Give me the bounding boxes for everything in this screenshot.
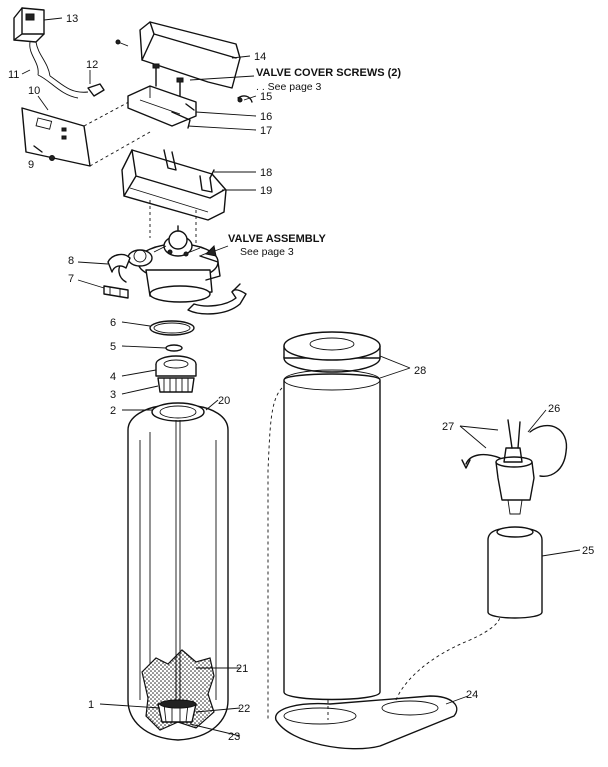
label-8: 8 [68,255,74,267]
timer-plate-part-10 [21,95,151,167]
clamp-part-8 [107,253,131,273]
label-18: 18 [260,167,272,179]
label-24: 24 [466,689,478,701]
label-19: 19 [260,185,272,197]
label-4: 4 [110,371,116,383]
label-25: 25 [582,545,594,557]
label-6: 6 [110,317,116,329]
label-27: 27 [442,421,454,433]
label-11: 11 [8,69,19,81]
brine-valve-part-26 [495,424,568,515]
valve-assembly-arrow [204,244,229,257]
resin-tank-part-20 [127,402,229,741]
clamp-ring [187,283,247,315]
brine-lines-part-27 [461,419,521,469]
o-ring-part-6 [149,320,195,336]
leader-lines [21,17,581,737]
brine-well-part-25 [487,526,543,619]
label-21: 21 [236,663,248,675]
label-2: 2 [110,405,116,417]
adapter-part-4 [155,355,197,377]
label-1: 1 [88,699,94,711]
adapter-collar-part-3 [157,377,195,393]
note-valve-cover-screws: VALVE COVER SCREWS (2) [256,67,401,79]
label-13: 13 [66,13,78,25]
label-16: 16 [260,111,272,123]
label-12: 12 [86,59,98,71]
note-valve-cover-see-page: . . See page 3 [256,81,322,93]
label-10: 10 [28,85,40,97]
distributor-basket-part-23 [157,699,197,723]
label-7: 7 [68,273,74,285]
o-ring-part-5 [165,344,183,352]
label-3: 3 [110,389,116,401]
label-15: 15 [260,91,272,103]
label-9: 9 [28,159,34,171]
distributor-tube-part-1 [175,420,181,700]
label-5: 5 [110,341,116,353]
label-17: 17 [260,125,272,137]
bracket-part-17 [127,85,197,129]
clip-part-16 [185,103,195,111]
valve-assembly [118,225,221,303]
valve-housing-part-19 [121,149,227,221]
brine-tank-lid-part-28 [283,331,381,373]
wire-clip-part-12 [37,74,105,99]
label-28: 28 [414,365,426,377]
clip-part-7 [103,285,129,299]
tab-part-18 [209,169,215,179]
label-14: 14 [254,51,266,63]
label-23: 23 [228,731,240,743]
label-20: 20 [218,395,230,407]
clip-part-15 [237,95,253,103]
label-22: 22 [238,703,250,715]
screw-part-9 [33,145,55,161]
brine-tank-part-28 [283,369,381,701]
transformer-part-13 [13,7,51,77]
label-26: 26 [548,403,560,415]
note-valve-assembly: VALVE ASSEMBLY [228,233,326,245]
brine-tank-base-part-24 [275,695,458,750]
note-valve-assembly-see-page: See page 3 [240,246,294,258]
